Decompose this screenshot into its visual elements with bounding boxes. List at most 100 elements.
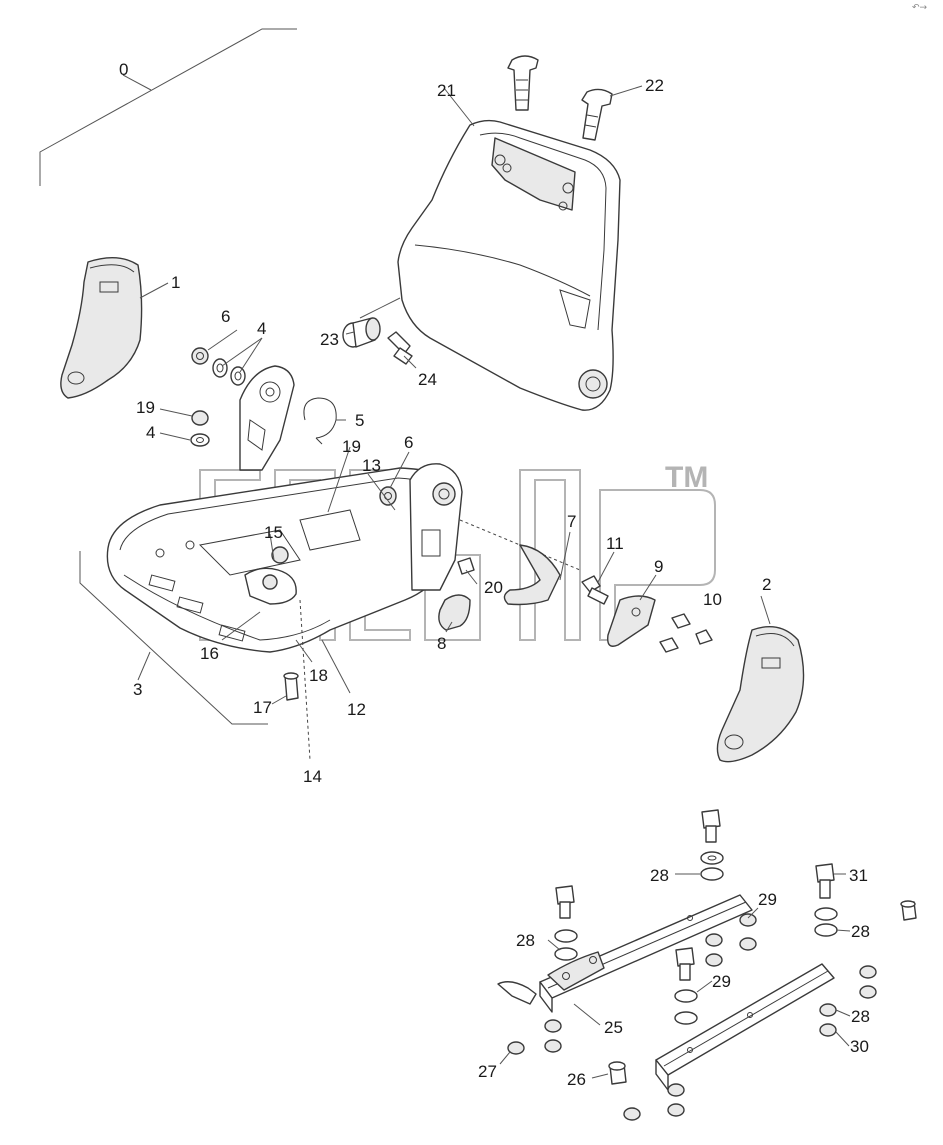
callout-19-left: 19: [136, 398, 155, 417]
group-bracket-0: [39, 28, 297, 186]
side-cover-2: [716, 626, 805, 763]
callout-19-center: 19: [342, 437, 361, 456]
callout-27: 27: [478, 1062, 497, 1081]
bolt-mid: [675, 947, 695, 981]
hinge-bracket-left: [239, 365, 295, 471]
bolt-24: [387, 331, 413, 365]
callout-15: 15: [264, 523, 283, 542]
callout-26: 26: [567, 1070, 586, 1089]
nut-30-d: [819, 1023, 837, 1037]
nut-30-b: [859, 985, 877, 999]
callout-4-left: 4: [146, 423, 155, 442]
callout-7: 7: [567, 512, 576, 531]
callout-29-a: 29: [758, 890, 777, 909]
bushing-23: [342, 317, 381, 348]
latch-mechanism-15: [244, 546, 297, 605]
callout-3: 3: [133, 680, 142, 699]
leader-lines: [139, 85, 851, 1079]
callout-16: 16: [200, 644, 219, 663]
callout-23: 23: [320, 330, 339, 349]
screw-10-b: [695, 629, 713, 645]
callout-22: 22: [645, 76, 664, 95]
callout-labels: 0 1 2 3 4 4 5 6 6 7 8 9 10 11 12 13 14 1…: [119, 60, 870, 1089]
trademark-mark: TM: [665, 461, 708, 494]
callout-1: 1: [171, 273, 180, 292]
nut-left-c: [544, 1039, 562, 1053]
pin-20: [457, 557, 475, 575]
callout-4-top: 4: [257, 319, 266, 338]
nut-27-a: [507, 1041, 525, 1055]
callout-24: 24: [418, 370, 437, 389]
callout-30: 30: [850, 1037, 869, 1056]
washer-28-a: [700, 851, 724, 865]
backrest-frame: [397, 119, 621, 411]
washer-4-left: [190, 433, 210, 447]
washer-28-c: [814, 907, 838, 921]
nut-29-b: [739, 937, 757, 951]
callout-17: 17: [253, 698, 272, 717]
nut-6-upper: [191, 347, 209, 365]
nut-left-b: [544, 1019, 562, 1033]
screw-10-a: [671, 613, 691, 629]
washer-28-c2: [814, 923, 838, 937]
nut-29-c: [705, 933, 723, 947]
callout-28-c: 28: [851, 922, 870, 941]
screw-10-c: [659, 637, 679, 653]
callout-2: 2: [762, 575, 771, 594]
callout-9: 9: [654, 557, 663, 576]
washer-4-upper-b: [230, 366, 246, 386]
nut-30-a: [859, 965, 877, 979]
callout-11: 11: [606, 534, 624, 553]
nut-bottom-c: [667, 1103, 685, 1117]
washer-mid-b: [674, 1011, 698, 1025]
nut-29-d: [705, 953, 723, 967]
washer-mid-a: [674, 989, 698, 1003]
spring-5: [303, 397, 337, 445]
callout-25: 25: [604, 1018, 623, 1037]
slide-rail-right: [655, 963, 835, 1091]
hinge-bracket-right: [409, 463, 463, 591]
bolt-21: [507, 55, 539, 111]
bolt-11: [581, 575, 609, 605]
bolt-22: [581, 88, 613, 141]
assembly-axis-14: [299, 599, 311, 761]
nut-bottom-a: [623, 1107, 641, 1121]
release-lever-7: [459, 519, 581, 606]
washer-28-b2: [554, 947, 578, 961]
group-bracket-3: [79, 551, 268, 725]
corner-mark: ↶→: [912, 3, 928, 13]
washer-28-a2: [700, 867, 724, 881]
washer-4-upper-a: [212, 358, 228, 378]
callout-28-b: 28: [516, 931, 535, 950]
callout-28-d: 28: [851, 1007, 870, 1026]
callout-6-top: 6: [221, 307, 230, 326]
nut-19-left: [191, 410, 209, 426]
callout-6-right: 6: [404, 433, 413, 452]
plate-8: [438, 594, 471, 631]
washer-28-b: [554, 929, 578, 943]
callout-12: 12: [347, 700, 366, 719]
callout-10: 10: [703, 590, 722, 609]
nut-6-right: [379, 486, 397, 506]
callout-13: 13: [362, 456, 381, 475]
callout-14: 14: [303, 767, 322, 786]
callout-5: 5: [355, 411, 364, 430]
bolt-rail-left: [555, 885, 575, 919]
callout-28-a: 28: [650, 866, 669, 885]
callout-8: 8: [437, 634, 446, 653]
bolt-31: [815, 863, 835, 899]
nut-bottom-b: [667, 1083, 685, 1097]
callout-18: 18: [309, 666, 328, 685]
nut-29-a: [739, 913, 757, 927]
callout-31: 31: [849, 866, 868, 885]
callout-0: 0: [119, 60, 128, 79]
screw-far-right: [900, 900, 917, 921]
bolt-17: [283, 672, 299, 701]
callout-29-b: 29: [712, 972, 731, 991]
nut-30-c: [819, 1003, 837, 1017]
side-cover-1: [60, 257, 143, 399]
callout-21: 21: [437, 81, 456, 100]
knob-lever-9: [607, 595, 656, 647]
callout-20: 20: [484, 578, 503, 597]
